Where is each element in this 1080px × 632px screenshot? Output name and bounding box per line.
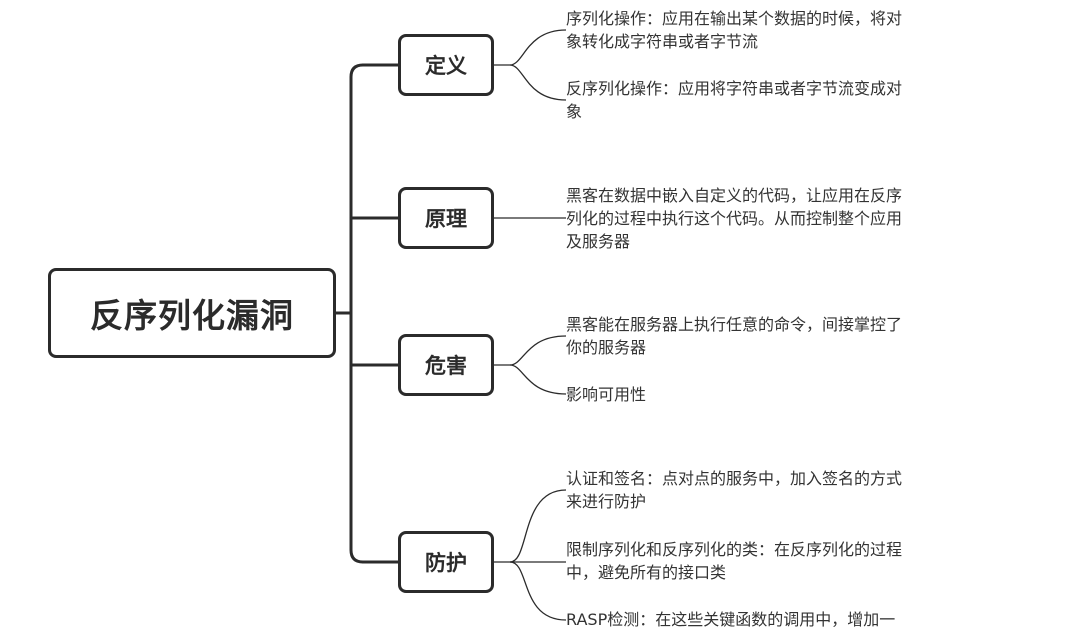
branch-node-harm: 危害 bbox=[398, 334, 494, 396]
leaf-harm-availability: 影响可用性 bbox=[566, 385, 647, 404]
branch-node-principle: 原理 bbox=[398, 187, 494, 249]
leaf-protect-rasp: RASP检测：在这些关键函数的调用中，增加一 bbox=[566, 610, 896, 629]
leaf-deserialization: 反序列化操作：应用将字符串或者字节流变成对 象 bbox=[566, 79, 903, 121]
leaf-principle: 黑客在数据中嵌入自定义的代码，让应用在反序 列化的过程中执行这个代码。从而控制整… bbox=[566, 186, 903, 251]
leaf-connector-prot-3 bbox=[509, 561, 567, 621]
leaf-serialization: 序列化操作：应用在输出某个数据的时候，将对 象转化成字符串或者字节流 bbox=[566, 9, 903, 51]
leaf-connector-def-1 bbox=[494, 29, 567, 66]
leaf-protect-restrict: 限制序列化和反序列化的类：在反序列化的过程 中，避免所有的接口类 bbox=[566, 540, 903, 582]
leaf-connector-harm-2 bbox=[509, 364, 567, 395]
branch-node-protection: 防护 bbox=[398, 531, 494, 593]
leaf-connector-def-2 bbox=[509, 64, 567, 101]
leaf-connector-harm-1 bbox=[494, 335, 567, 366]
trunk-line bbox=[349, 63, 365, 564]
leaf-connector-prot-1 bbox=[494, 489, 567, 563]
root-node: 反序列化漏洞 bbox=[48, 268, 336, 358]
branch-node-definition: 定义 bbox=[398, 34, 494, 96]
leaf-harm-command: 黑客能在服务器上执行任意的命令，间接掌控了 你的服务器 bbox=[566, 315, 903, 357]
leaf-protect-auth-sign: 认证和签名：点对点的服务中，加入签名的方式 来进行防护 bbox=[566, 469, 903, 511]
